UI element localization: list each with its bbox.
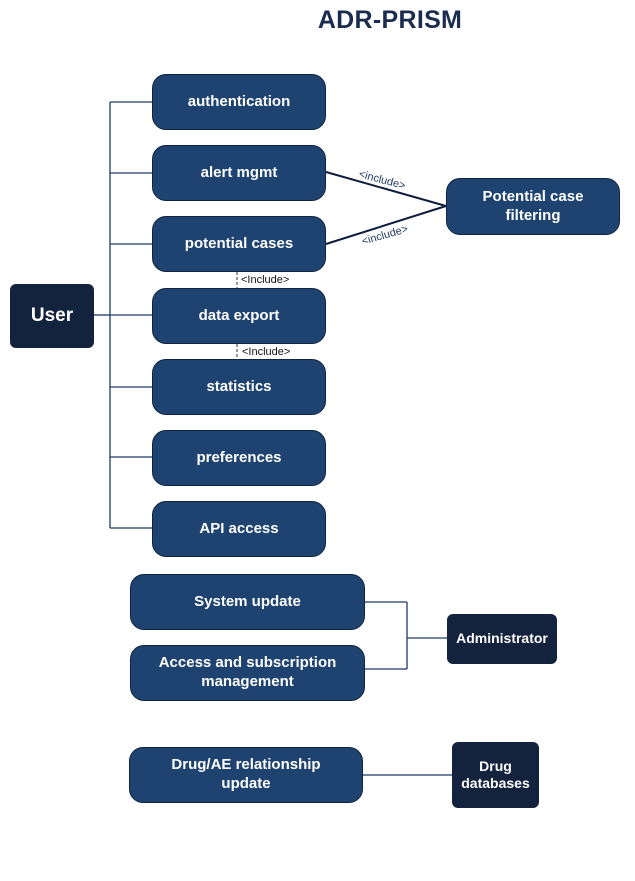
filtering-links	[325, 171, 447, 245]
actor-administrator-label: Administrator	[456, 630, 548, 647]
use-case-label: API access	[199, 519, 279, 537]
use-case-data-export: data export	[152, 288, 326, 344]
admin-connectors	[365, 601, 447, 670]
actor-drug-databases: Drug databases	[452, 742, 539, 808]
use-case-label: alert mgmt	[200, 163, 278, 181]
use-case-potential-cases: potential cases	[152, 216, 326, 272]
use-case-label: potential cases	[184, 234, 294, 252]
actor-user: User	[10, 284, 94, 348]
use-case-label: statistics	[206, 377, 272, 395]
diagram-title: ADR-PRISM	[317, 6, 463, 34]
use-case-access-subscription: Access and subscription management	[130, 645, 365, 701]
use-case-label: data export	[198, 306, 280, 324]
use-case-label: Potential case filtering	[482, 187, 584, 224]
use-case-drug-ae-update: Drug/AE relationship update	[129, 747, 363, 803]
use-case-label: Drug/AE relationship update	[171, 756, 321, 792]
include-label-export: <Include>	[240, 274, 291, 286]
use-case-label: System update	[194, 592, 301, 610]
use-case-potential-case-filtering: Potential case filtering	[446, 178, 620, 235]
include-label-statistics: <Include>	[241, 346, 292, 358]
use-case-label: preferences	[196, 448, 282, 466]
user-connectors	[94, 101, 152, 529]
actor-user-label: User	[30, 305, 74, 327]
use-case-preferences: preferences	[152, 430, 326, 486]
use-case-label: authentication	[187, 92, 291, 110]
use-case-system-update: System update	[130, 574, 365, 630]
use-case-label: Access and subscription management	[158, 654, 337, 690]
actor-drug-databases-label: Drug databases	[461, 757, 530, 792]
use-case-authentication: authentication	[152, 74, 326, 130]
actor-administrator: Administrator	[447, 614, 557, 664]
use-case-alert-mgmt: alert mgmt	[152, 145, 326, 201]
use-case-statistics: statistics	[152, 359, 326, 415]
use-case-api-access: API access	[152, 501, 326, 557]
